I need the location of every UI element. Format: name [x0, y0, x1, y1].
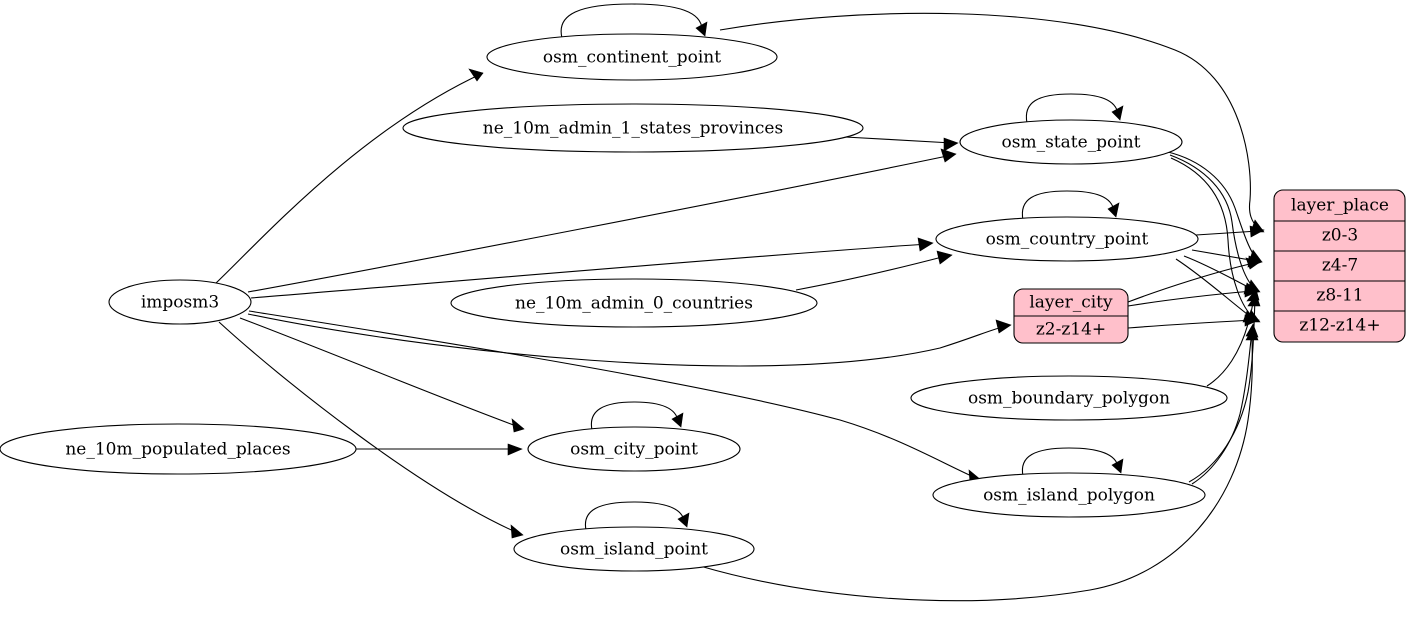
node-ne_10m_admin_0_countries-label: ne_10m_admin_0_countries [515, 294, 753, 314]
node-ne_10m_populated_places[interactable]: ne_10m_populated_places [0, 423, 357, 475]
record-layer_city-row-z2[interactable]: z2-z14+ [1036, 320, 1106, 340]
edge-admin_0_countries-to-osm_country_point [795, 250, 953, 291]
node-osm_state_point[interactable]: osm_state_point [959, 119, 1183, 165]
node-osm_country_point-label: osm_country_point [986, 230, 1149, 250]
self-loop-osm_island_polygon [1021, 447, 1124, 477]
node-layer: imposm3 ne_10m_populated_places osm_cont… [0, 33, 1406, 572]
edge-layer_city-to-layer_place-z4-7 [1127, 257, 1261, 303]
self-loop-osm_country_point [1021, 190, 1120, 221]
edge-osm_island_point-to-layer_place-z12 [699, 327, 1259, 602]
node-imposm3-label: imposm3 [141, 293, 219, 313]
node-ne_10m_admin_1_states_provinces-label: ne_10m_admin_1_states_provinces [483, 119, 783, 139]
record-layer_city-title: layer_city [1029, 293, 1113, 313]
edge-imposm3-to-osm_continent_point [214, 68, 484, 285]
node-ne_10m_admin_1_states_provinces[interactable]: ne_10m_admin_1_states_provinces [402, 103, 864, 153]
record-layer_place-row-z0-3[interactable]: z0-3 [1322, 226, 1358, 246]
edge-layer_city-to-layer_place-z12 [1127, 314, 1260, 329]
record-node-layer_place[interactable]: layer_place z0-3 z4-7 z8-11 z12-z14+ [1273, 189, 1406, 343]
edge-osm_country_point-to-layer_place-z0-3 [1195, 225, 1265, 238]
node-osm_state_point-label: osm_state_point [1002, 133, 1141, 153]
self-loop-osm_island_point [584, 501, 690, 531]
edge-imposm3-to-osm_state_point [247, 148, 957, 293]
edge-imposm3-to-osm_island_point [218, 321, 524, 539]
node-osm_continent_point[interactable]: osm_continent_point [486, 33, 778, 81]
node-osm_island_polygon[interactable]: osm_island_polygon [932, 472, 1206, 518]
record-layer_place-title: layer_place [1291, 196, 1389, 216]
edge-imposm3-to-layer_city [247, 313, 1012, 367]
node-osm_island_point-label: osm_island_point [560, 540, 708, 560]
edge-imposm3-to-osm_country_point [250, 237, 934, 299]
edge-imposm3-to-osm_city_point [239, 317, 525, 433]
node-imposm3[interactable]: imposm3 [108, 279, 252, 325]
self-loop-osm_continent_point [560, 3, 708, 39]
record-layer_place-row-z8-11[interactable]: z8-11 [1316, 286, 1363, 306]
node-osm_city_point[interactable]: osm_city_point [527, 426, 741, 472]
self-loop-osm_city_point [590, 401, 684, 431]
node-ne_10m_admin_0_countries[interactable]: ne_10m_admin_0_countries [450, 278, 818, 328]
node-osm_boundary_polygon-label: osm_boundary_polygon [968, 389, 1170, 409]
record-layer_place-row-z12-z14[interactable]: z12-z14+ [1299, 316, 1380, 336]
node-osm_island_polygon-label: osm_island_polygon [983, 486, 1155, 506]
edge-layer [214, 3, 1265, 602]
self-loop-osm_state_point [1025, 93, 1124, 124]
record-node-layer_city[interactable]: layer_city z2-z14+ [1013, 288, 1129, 344]
edge-osm_state_point-to-layer_place-z8-11 [1169, 154, 1261, 293]
node-osm_city_point-label: osm_city_point [570, 440, 698, 460]
node-ne_10m_populated_places-label: ne_10m_populated_places [65, 440, 290, 460]
node-osm_boundary_polygon[interactable]: osm_boundary_polygon [910, 375, 1228, 421]
edge-states_provinces-to-osm_state_point [844, 136, 959, 152]
node-osm_country_point[interactable]: osm_country_point [935, 216, 1199, 262]
edge-populated_places-to-osm_city_point [356, 443, 523, 456]
node-osm_island_point[interactable]: osm_island_point [513, 526, 755, 572]
edge-osm_island_polygon-to-layer_place-z8-11 [1188, 293, 1261, 483]
record-layer_place-row-z4-7[interactable]: z4-7 [1322, 256, 1358, 276]
node-osm_continent_point-label: osm_continent_point [543, 48, 721, 68]
